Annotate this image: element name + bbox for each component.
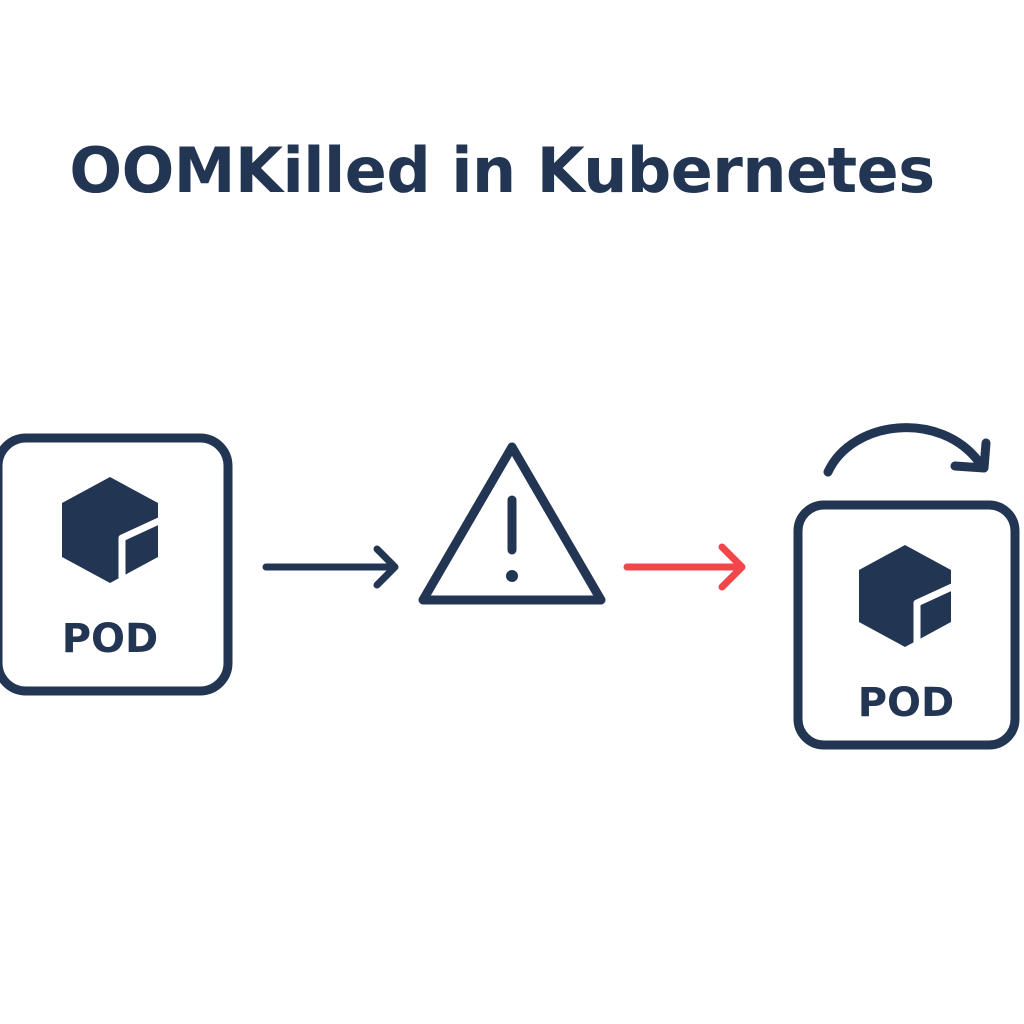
- restart-arrow-icon: [823, 423, 991, 477]
- pod-after-frame: [793, 500, 1020, 750]
- cube-icon: [859, 545, 956, 647]
- cube-icon: [62, 477, 163, 583]
- arrow-right-icon: [262, 545, 399, 589]
- pod-before-frame: [0, 433, 233, 696]
- diagram-title: OOMKilled in Kubernetes: [69, 134, 935, 207]
- pod-after-label: POD: [858, 680, 955, 726]
- warning-triangle-icon: [418, 442, 606, 605]
- pod-before-label: POD: [62, 616, 159, 662]
- arrow-right-icon: [623, 543, 746, 591]
- pod-before: POD: [0, 433, 233, 696]
- pod-after: POD: [793, 500, 1020, 750]
